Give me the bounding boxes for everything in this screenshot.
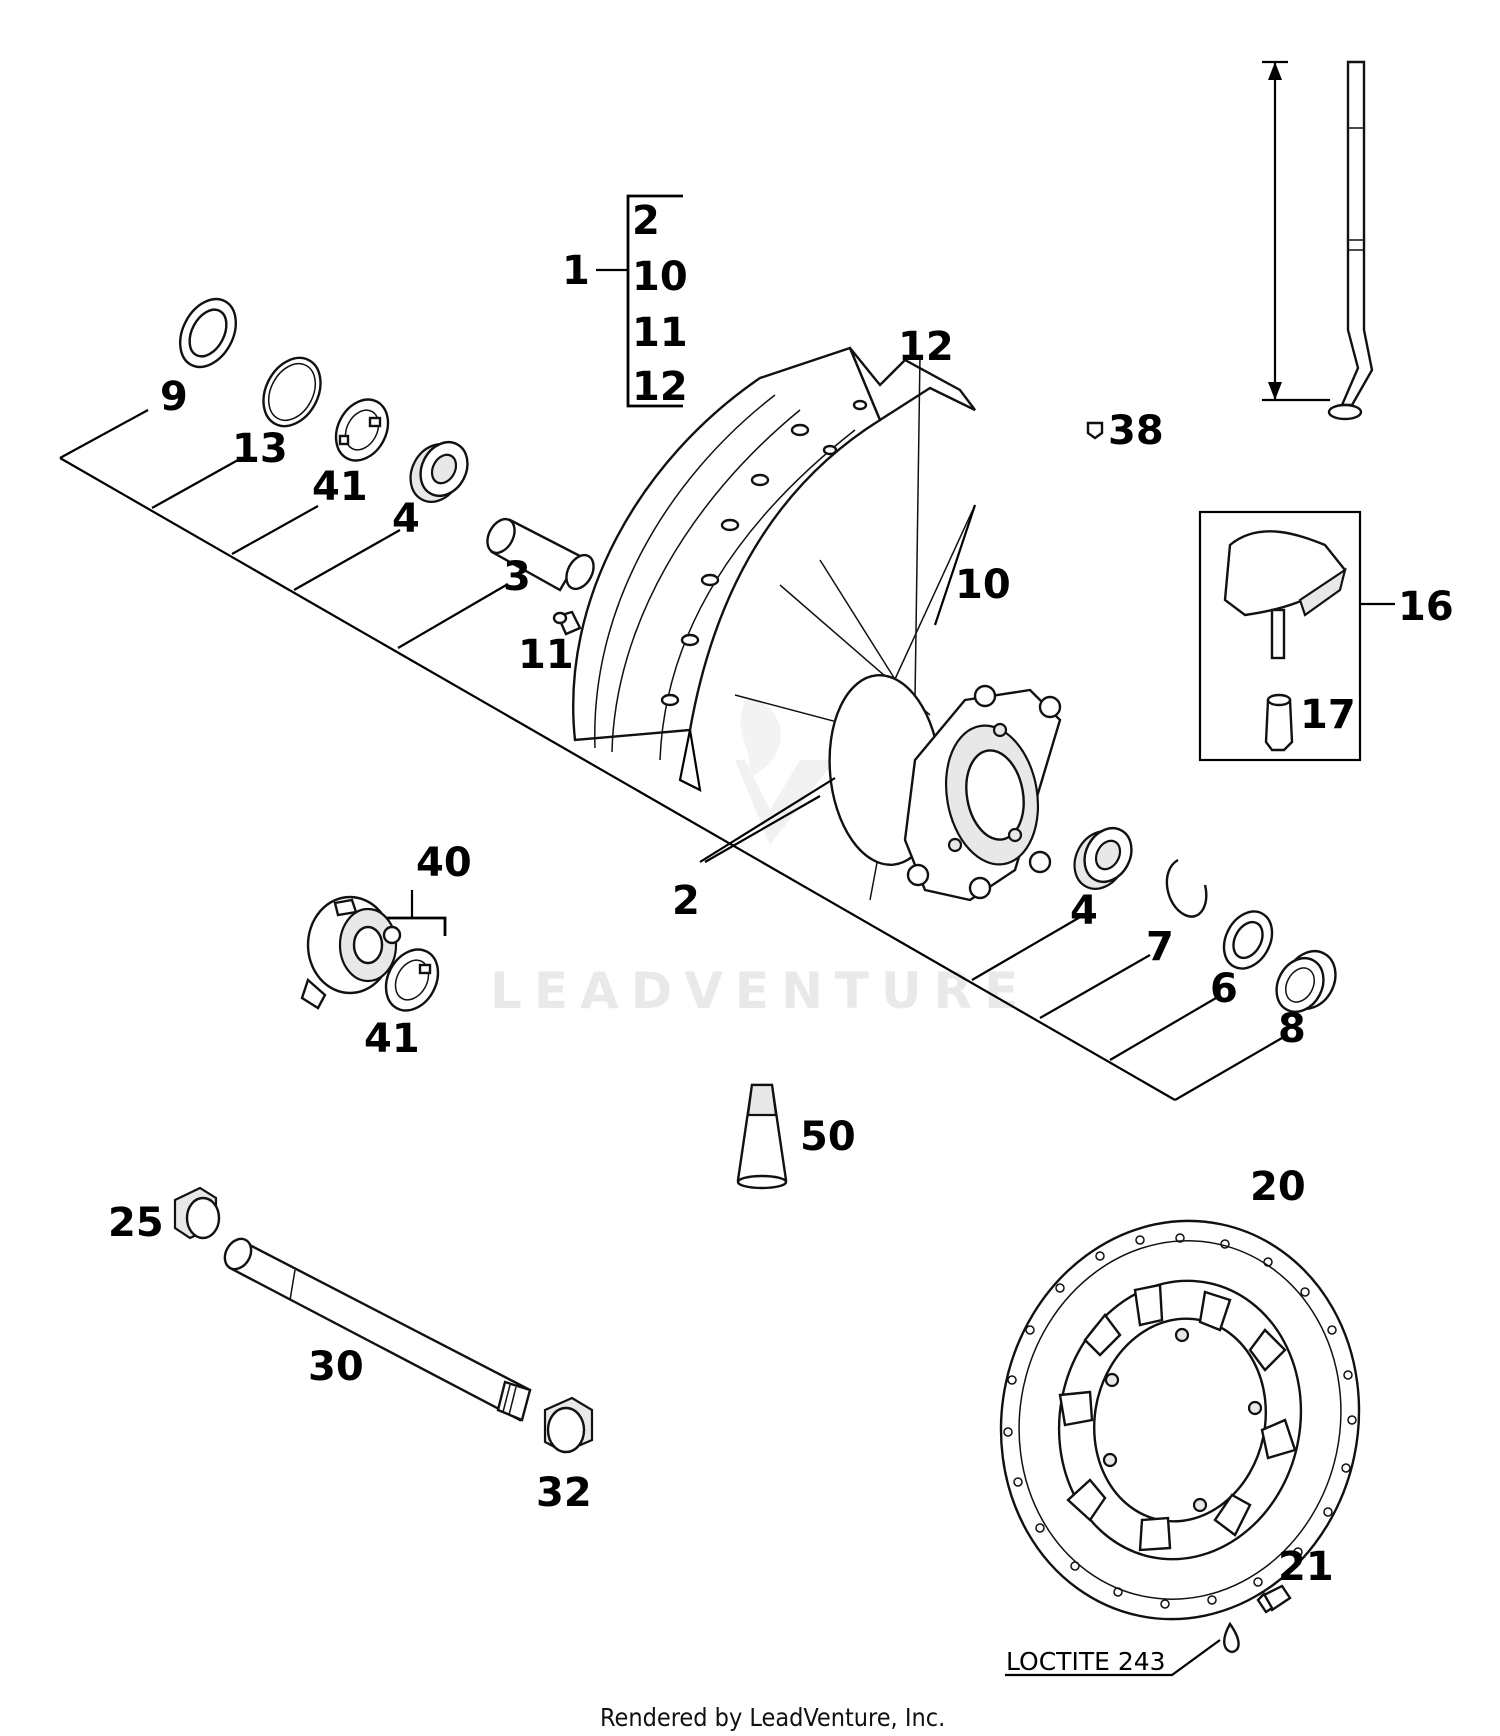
spacer-tube-part bbox=[486, 517, 595, 592]
footer-credit: Rendered by LeadVenture, Inc. bbox=[600, 1703, 945, 1732]
callout-6: 6 bbox=[1210, 966, 1238, 1012]
spacer-bushing-part bbox=[1275, 950, 1337, 1013]
loctite-drop-icon bbox=[1223, 1621, 1240, 1654]
spoke-length-detail bbox=[1262, 60, 1374, 421]
callout-13: 13 bbox=[232, 426, 288, 472]
callout-40: 40 bbox=[416, 840, 472, 886]
assembly-group-bracket bbox=[596, 194, 683, 408]
callout-50: 50 bbox=[800, 1114, 856, 1160]
callout-16: 16 bbox=[1398, 584, 1454, 630]
callout-4-left: 4 bbox=[392, 496, 420, 542]
callout-17: 17 bbox=[1300, 692, 1356, 738]
assembly-axis-lines bbox=[59, 409, 1283, 1101]
brake-disc-part bbox=[999, 1219, 1361, 1621]
callout-30: 30 bbox=[308, 1344, 364, 1390]
circlip-part bbox=[1165, 858, 1208, 918]
bearing-right-part bbox=[1073, 827, 1133, 890]
callout-25: 25 bbox=[108, 1200, 164, 1246]
callout-4-right: 4 bbox=[1070, 888, 1098, 934]
callout-leaders bbox=[699, 504, 977, 863]
callout-32: 32 bbox=[536, 1470, 592, 1516]
disc-bolt-part bbox=[1256, 1584, 1292, 1614]
drive-ring-part bbox=[334, 398, 390, 462]
valve-box bbox=[1198, 510, 1395, 762]
drive-ring-lower-part bbox=[384, 948, 440, 1012]
loctite-leader-line bbox=[1005, 1639, 1221, 1677]
callout-3: 3 bbox=[503, 554, 531, 600]
small-screw-part bbox=[1086, 421, 1104, 440]
watermark-text: LEADVENTURE bbox=[490, 962, 1030, 1020]
callout-7: 7 bbox=[1146, 924, 1174, 970]
callout-group-11: 11 bbox=[632, 310, 688, 356]
axle-nut-right-part bbox=[543, 1396, 594, 1454]
seal-ring-part bbox=[178, 297, 238, 369]
spacer-ring-part bbox=[262, 356, 322, 428]
callout-2: 2 bbox=[672, 878, 700, 924]
callout-41-upper: 41 bbox=[312, 464, 368, 510]
callout-labels: 1 2 10 11 12 12 9 13 41 4 3 11 10 38 16 … bbox=[108, 198, 1454, 1590]
callout-group-2: 2 bbox=[632, 198, 660, 244]
callout-group-12: 12 bbox=[632, 364, 688, 410]
loctite-note: LOCTITE 243 bbox=[1006, 1647, 1166, 1676]
leadventure-watermark: LEADVENTURE bbox=[490, 700, 1030, 1020]
spoke-nipple-part bbox=[552, 610, 582, 636]
callout-8: 8 bbox=[1278, 1006, 1306, 1052]
callout-41-lower: 41 bbox=[364, 1016, 420, 1062]
callout-11: 11 bbox=[518, 632, 574, 678]
callout-group-10: 10 bbox=[632, 254, 688, 300]
callout-1: 1 bbox=[562, 248, 590, 294]
loctite-tube-part bbox=[736, 1083, 788, 1190]
callout-38: 38 bbox=[1108, 408, 1164, 454]
axle-nut-part bbox=[173, 1186, 221, 1240]
seal-right-part bbox=[1222, 910, 1274, 970]
callout-9: 9 bbox=[160, 374, 188, 420]
callout-12: 12 bbox=[898, 324, 954, 370]
rim-part bbox=[572, 346, 976, 792]
wheel-hub-part bbox=[828, 674, 1062, 902]
callout-20: 20 bbox=[1250, 1164, 1306, 1210]
bearing-left-part bbox=[409, 441, 469, 503]
callout-10: 10 bbox=[955, 562, 1011, 608]
axle-part bbox=[223, 1237, 532, 1422]
callout-21: 21 bbox=[1278, 1544, 1334, 1590]
speedometer-drive-part bbox=[300, 890, 447, 1010]
